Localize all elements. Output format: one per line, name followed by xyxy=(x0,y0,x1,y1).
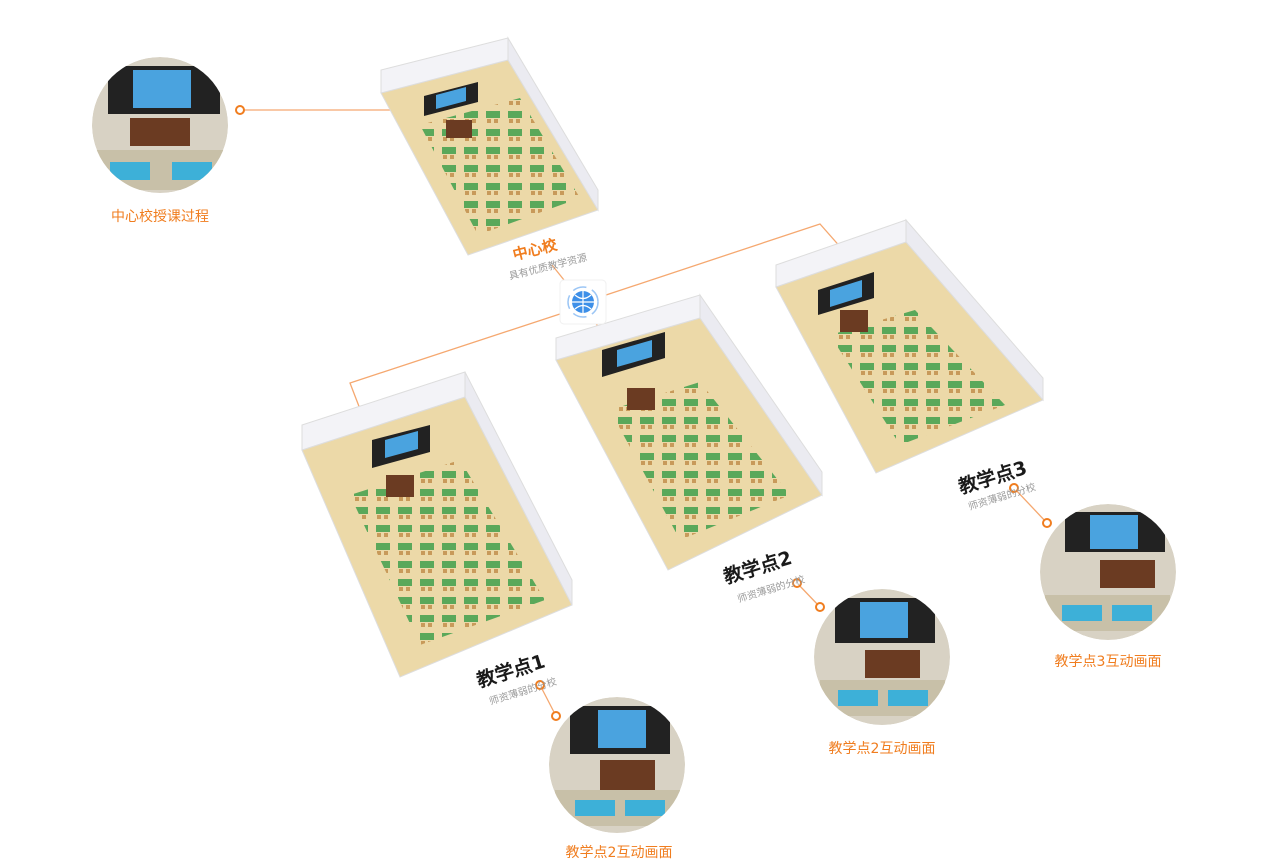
classroom-site-2 xyxy=(555,293,823,571)
photo-center-lesson xyxy=(92,57,228,193)
photo-site-1 xyxy=(549,697,685,833)
site-3-caption: 教学点3互动画面 xyxy=(1055,654,1162,670)
photo-site-2 xyxy=(814,589,950,725)
connection-lines xyxy=(235,105,1052,721)
classroom-site-3 xyxy=(775,218,1044,474)
photo-site-3 xyxy=(1040,504,1176,640)
center-caption: 中心校授课过程 xyxy=(111,208,209,225)
site-2-caption: 教学点2互动画面 xyxy=(829,741,936,757)
classroom-site-1 xyxy=(301,371,573,678)
center-title: 中心校 xyxy=(511,235,560,264)
site-1-caption: 教学点2互动画面 xyxy=(566,845,673,859)
classroom-center xyxy=(380,36,599,256)
globe-network-icon xyxy=(559,279,607,325)
